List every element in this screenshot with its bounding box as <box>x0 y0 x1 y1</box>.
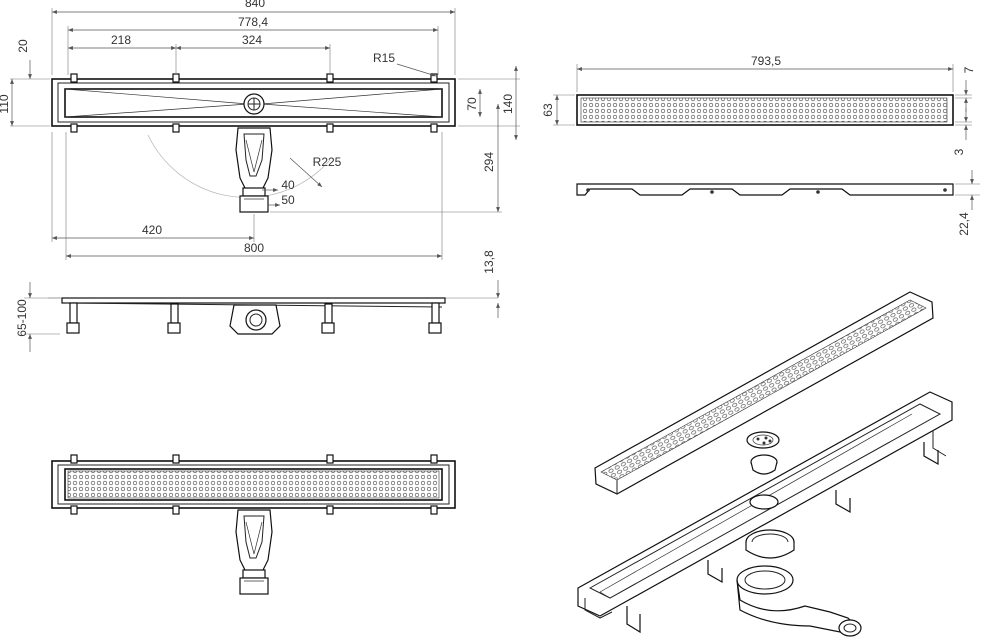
channel-outer <box>51 78 456 127</box>
radius-arc <box>147 134 331 198</box>
channel-inner <box>64 88 443 118</box>
dim-840-label: 840 <box>245 0 265 10</box>
dim-140-label: 140 <box>501 94 515 114</box>
dim-50-label: 50 <box>281 193 295 207</box>
dim-70-label: 70 <box>465 97 479 111</box>
dim-22-4-label: 22,4 <box>957 212 971 236</box>
grate-channel-outer <box>51 460 456 509</box>
dim-294-label: 294 <box>482 152 496 172</box>
grate-detail: 793,5 63 7 3 22,4 <box>541 54 980 236</box>
iso-strainer-disc <box>746 431 780 449</box>
dim-778-label: 778,4 <box>238 15 268 29</box>
dim-800-label: 800 <box>244 241 264 255</box>
dim-793-label: 793,5 <box>751 54 781 68</box>
dim-40-label: 40 <box>281 178 295 192</box>
top-view: 840 778,4 218 324 R15 20 110 70 140 294 <box>0 0 520 260</box>
grate-siphon-body <box>235 509 273 595</box>
dim-r15-label: R15 <box>373 51 395 65</box>
dim-13-8-label: 13,8 <box>482 250 496 274</box>
dim-7-label: 7 <box>962 66 976 73</box>
iso-legs <box>584 430 947 634</box>
dim-420-label: 420 <box>142 223 162 237</box>
dim-63-label: 63 <box>541 103 555 117</box>
dim-3-label: 3 <box>952 148 966 155</box>
dim-r225-label: R225 <box>313 155 342 169</box>
dim-218-label: 218 <box>111 33 131 47</box>
grate-mounting-feet <box>70 454 438 515</box>
mounting-feet <box>70 73 438 133</box>
isometric-view <box>577 291 953 637</box>
dim-65-100-label: 65-100 <box>15 299 29 337</box>
iso-siphon <box>736 565 862 637</box>
grate-side-profile <box>576 183 954 196</box>
grate-installed-view <box>51 454 456 595</box>
dim-20-label: 20 <box>16 39 30 53</box>
dim-324-label: 324 <box>242 33 262 47</box>
grate-plate-perforation <box>580 97 948 123</box>
grate-perforation <box>67 470 440 499</box>
side-view: 13,8 65-100 <box>15 250 500 352</box>
side-legs <box>66 302 442 334</box>
grate-plate <box>576 94 954 126</box>
dim-110-label: 110 <box>0 94 11 113</box>
siphon-body <box>235 127 273 213</box>
channel-side-profile <box>61 297 446 304</box>
channel-flange <box>57 82 450 123</box>
